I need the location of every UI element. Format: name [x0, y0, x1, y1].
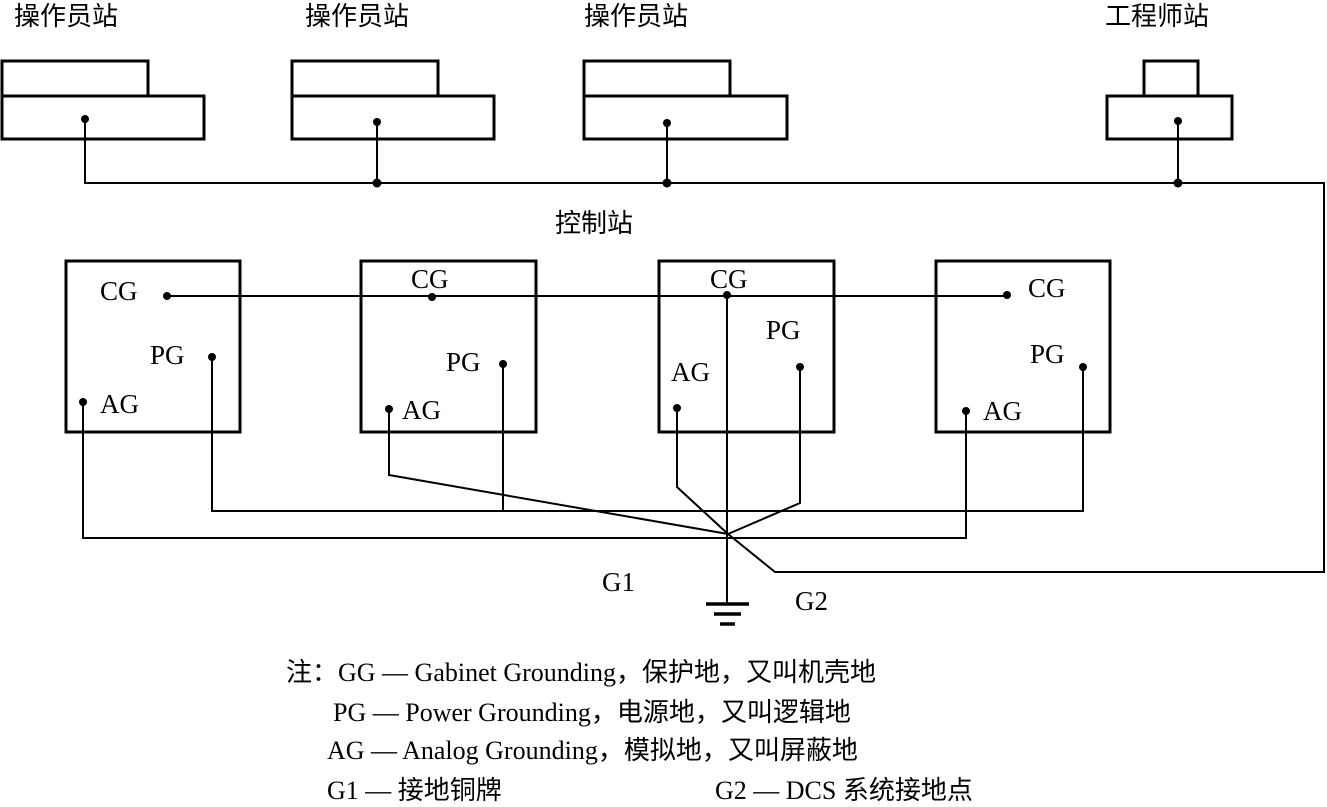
console-shape [0, 94, 206, 141]
monitor-shape [1142, 59, 1200, 98]
ag-label: AG [671, 357, 710, 387]
cabinet-shape [359, 259, 538, 434]
pg-bus-wire [211, 357, 1084, 512]
note-line-4b: G2 — DCS 系统接地点 [715, 776, 973, 805]
cg-label: CG [710, 264, 748, 294]
ag-local-wire [388, 409, 729, 535]
note-line-1: 注：GG — Gabinet Grounding，保护地，又叫机壳地 [286, 658, 876, 687]
control-station-2: CG PG AG [359, 259, 538, 434]
operator-station-3-label: 操作员站 [584, 2, 688, 32]
ag-label: AG [100, 389, 139, 419]
engineer-station-label: 工程师站 [1105, 2, 1209, 32]
control-station-title: 控制站 [555, 209, 633, 239]
cg-label: CG [1028, 273, 1066, 303]
monitor-shape [290, 59, 440, 98]
note-line-4a: G1 — 接地铜牌 [327, 776, 502, 805]
cabinet-shape [657, 259, 836, 434]
console-shape [290, 94, 496, 141]
engineer-station [1105, 59, 1234, 141]
ag-local-wire [676, 408, 729, 535]
pg-label: PG [1030, 339, 1065, 369]
console-shape [1105, 94, 1234, 141]
operator-station-2 [290, 59, 496, 141]
ag-bus-wire [82, 402, 967, 539]
pg-label: PG [766, 315, 801, 345]
monitor-shape [0, 59, 150, 98]
operator-station-2-label: 操作员站 [305, 2, 409, 32]
g1-label: G1 [602, 567, 635, 597]
cg-label: CG [100, 276, 138, 306]
legend-notes: 注：GG — Gabinet Grounding，保护地，又叫机壳地 PG — … [286, 658, 973, 805]
pg-label: PG [446, 347, 481, 377]
station-bus-wire [84, 119, 1325, 573]
cg-label: CG [411, 264, 449, 294]
control-station-1: CG PG AG [64, 259, 242, 434]
console-shape [582, 94, 789, 141]
note-line-2: PG — Power Grounding，电源地，又叫逻辑地 [333, 698, 851, 727]
control-station-3: CG PG AG [657, 259, 836, 434]
pg-label: PG [150, 340, 185, 370]
junction-dot [662, 178, 672, 188]
ag-label: AG [983, 396, 1022, 426]
cabinet-shape [64, 259, 242, 434]
station-ground-bus [84, 119, 1325, 573]
note-line-3: AG — Analog Grounding，模拟地，又叫屏蔽地 [327, 736, 858, 765]
monitor-shape [582, 59, 732, 98]
ag-label: AG [402, 395, 441, 425]
cabinet-shape [934, 259, 1112, 434]
control-station-4: CG PG AG [934, 259, 1112, 434]
junction-dot [372, 178, 382, 188]
pg-local-wire [727, 367, 801, 535]
operator-station-1-label: 操作员站 [14, 2, 118, 32]
operator-station-1 [0, 59, 206, 141]
junction-dot [1173, 178, 1183, 188]
g2-label: G2 [795, 586, 828, 616]
operator-station-3 [582, 59, 789, 141]
ground-icon [706, 602, 749, 626]
